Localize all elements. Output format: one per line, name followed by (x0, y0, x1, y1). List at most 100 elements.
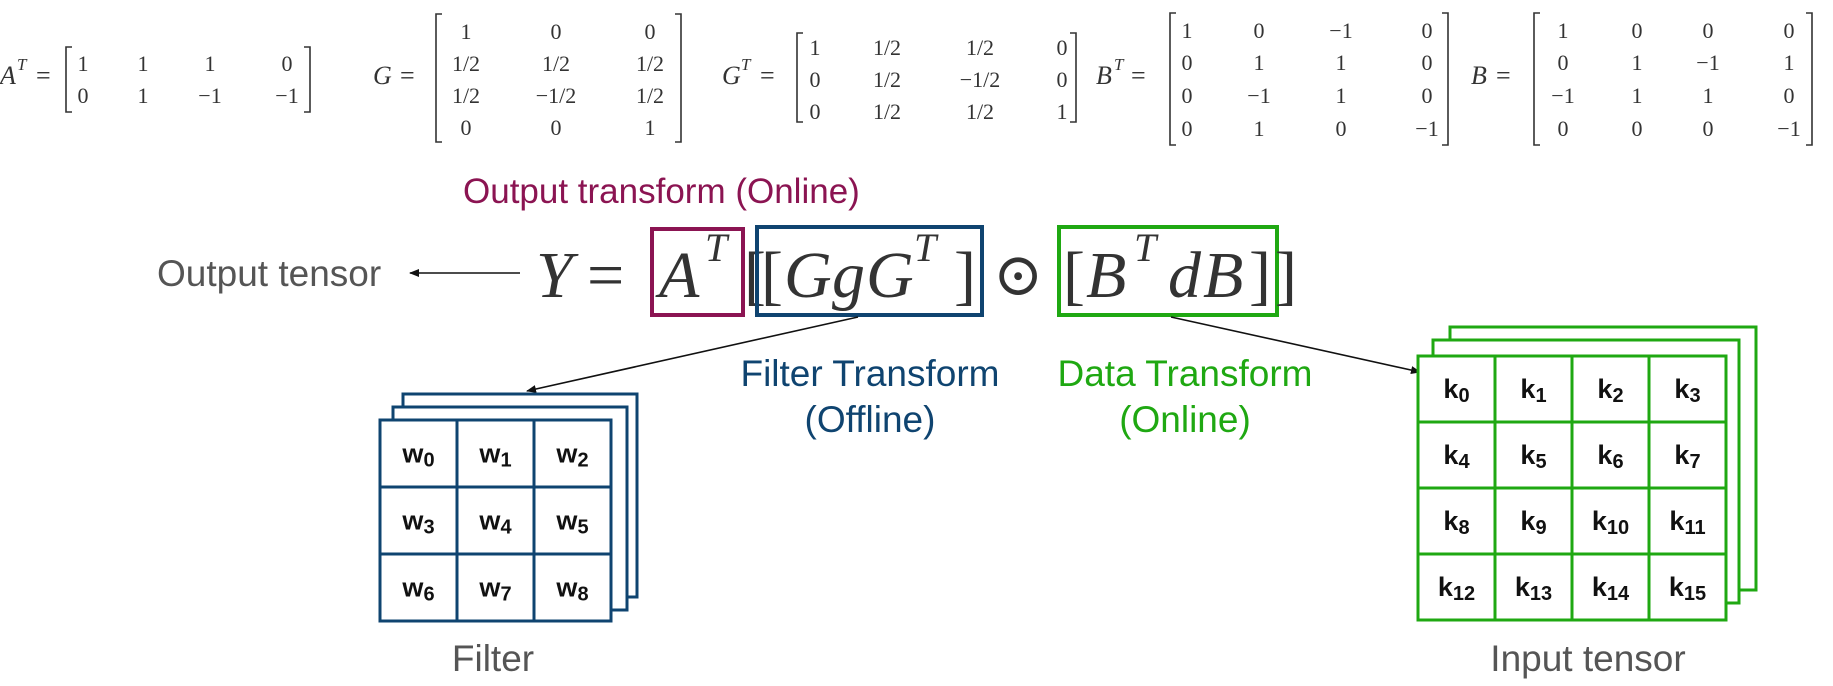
matrix-a-cell: 1 (78, 51, 89, 76)
matrix-b-right-bracket (1806, 12, 1813, 146)
matrix-row: A T = 1 1 1 0 0 1 −1 −1 G = 1 0 0 1/2 1/… (0, 12, 1813, 146)
filter-g2: G (866, 239, 914, 312)
matrix-b-transpose: B T = 1 0 −1 0 0 1 1 0 0 −1 1 0 0 1 0 −1 (1096, 12, 1449, 146)
input-cell-label: k10 (1592, 506, 1629, 539)
matrix-a-transpose: A T = 1 1 1 0 0 1 −1 −1 (0, 46, 311, 113)
matrix-bt-cell: 0 (1182, 83, 1193, 108)
equation-equals: = (587, 239, 624, 312)
matrix-g-transpose: G T = 1 1/2 1/2 0 0 1/2 −1/2 0 0 1/2 1/2… (722, 32, 1077, 124)
matrix-b-cell: 0 (1784, 83, 1795, 108)
matrix-a-equals: = (36, 61, 51, 90)
matrix-g-cell: 0 (551, 19, 562, 44)
equation-open-outer-bracket: [ (744, 239, 766, 312)
input-cell-label: k15 (1669, 572, 1706, 605)
input-cell-label: k14 (1592, 572, 1630, 605)
matrix-b-cell: 0 (1632, 116, 1643, 141)
matrix-b-cell: 0 (1703, 18, 1714, 43)
matrix-g-cell: 1 (461, 19, 472, 44)
input-cell-label: k5 (1520, 440, 1546, 473)
matrix-gt-cell: 1 (1057, 99, 1068, 124)
filter-small-g: g (832, 239, 865, 312)
input-cell-label: k4 (1443, 440, 1470, 473)
input-cell-label: k7 (1674, 440, 1700, 473)
matrix-bt-cell: 0 (1422, 83, 1433, 108)
filter-cell-label: w5 (555, 506, 588, 539)
matrix-b: B = 1 0 0 0 0 1 −1 1 −1 1 1 0 0 0 0 −1 (1471, 12, 1813, 146)
input-tensor-label: Input tensor (1490, 638, 1685, 679)
input-cell-label: k6 (1597, 440, 1623, 473)
matrix-bt-cell: 0 (1254, 18, 1265, 43)
matrix-a-left-bracket (65, 46, 72, 113)
matrix-g-left-bracket (435, 13, 442, 143)
input-cell-label: k11 (1669, 506, 1705, 539)
data-b2: B (1203, 239, 1243, 312)
input-cell-label: k12 (1438, 572, 1475, 605)
matrix-b-cell: 0 (1703, 116, 1714, 141)
matrix-gt-sup: T (741, 55, 752, 74)
matrix-gt-cell: −1/2 (960, 67, 1001, 92)
matrix-b-cell: 0 (1784, 18, 1795, 43)
data-b1: B (1086, 239, 1126, 312)
matrix-gt-right-bracket (1070, 32, 1077, 123)
data-d: d (1168, 239, 1202, 312)
matrix-bt-cell: 0 (1422, 18, 1433, 43)
matrix-bt-cell: 1 (1336, 83, 1347, 108)
input-cell-label: k0 (1443, 374, 1469, 407)
matrix-bt-cell: 1 (1182, 18, 1193, 43)
matrix-gt-cell: 0 (1057, 35, 1068, 60)
equation-a-sup: T (705, 225, 730, 270)
matrix-bt-cell: 0 (1422, 50, 1433, 75)
matrix-g-cell: 1/2 (636, 83, 664, 108)
matrix-b-name: B (1471, 61, 1487, 90)
matrix-gt-cell: 1/2 (873, 99, 901, 124)
filter-cell-label: w3 (401, 506, 434, 539)
matrix-bt-name: B (1096, 61, 1112, 90)
data-sup: T (1134, 225, 1159, 270)
matrix-bt-right-bracket (1442, 12, 1449, 146)
matrix-bt-cell: 0 (1336, 116, 1347, 141)
matrix-g-cell: 1/2 (636, 51, 664, 76)
matrix-a-cell: 1 (138, 83, 149, 108)
output-transform-box (650, 227, 745, 317)
matrix-gt-cell: 1 (810, 35, 821, 60)
matrix-g-cell: 1 (645, 115, 656, 140)
matrix-b-cell: 1 (1632, 50, 1643, 75)
matrix-bt-cell: 0 (1182, 50, 1193, 75)
matrix-g-cell: 1/2 (452, 51, 480, 76)
filter-g1: G (784, 239, 832, 312)
matrix-gt-name: G (722, 61, 741, 90)
matrix-gt-cell: 1/2 (966, 99, 994, 124)
matrix-gt-cell: 1/2 (873, 35, 901, 60)
matrix-g-equals: = (400, 61, 415, 90)
filter-transform-box (755, 225, 984, 317)
matrix-g-cell: 1/2 (542, 51, 570, 76)
matrix-b-cell: 0 (1558, 116, 1569, 141)
filter-close-bracket: ] (954, 239, 976, 312)
output-tensor-label: Output tensor (157, 253, 381, 294)
filter-cell (532, 552, 613, 623)
data-open-bracket: [ (1063, 239, 1085, 312)
matrix-a-cell: 1 (138, 51, 149, 76)
data-transform-box (1057, 225, 1279, 317)
filter-transform-label-line1: Filter Transform (740, 353, 999, 394)
matrix-gt-cell: 1/2 (966, 35, 994, 60)
filter-sup: T (914, 225, 939, 270)
matrix-b-cell: 1 (1784, 50, 1795, 75)
matrix-a-cell: −1 (198, 83, 221, 108)
input-cell-label: k3 (1674, 374, 1700, 407)
filter-arrow (526, 316, 859, 393)
matrix-bt-cell: 0 (1182, 116, 1193, 141)
matrix-gt-left-bracket (796, 32, 803, 123)
filter-cell-label: w0 (401, 439, 434, 472)
matrix-b-cell: 1 (1632, 83, 1643, 108)
filter-cell-label: w4 (478, 506, 512, 539)
equation-close-outer-bracket: ] (1275, 239, 1297, 312)
matrix-gt-cell: 0 (810, 99, 821, 124)
matrix-b-cell: 0 (1632, 18, 1643, 43)
input-cell-label: k13 (1515, 572, 1552, 605)
winograd-equation: Y = A T [ [ G g G T ] ⊙ [ B T d B ] ] (536, 225, 1297, 317)
matrix-a-right-bracket (304, 46, 311, 113)
hadamard-operator: ⊙ (993, 242, 1043, 308)
